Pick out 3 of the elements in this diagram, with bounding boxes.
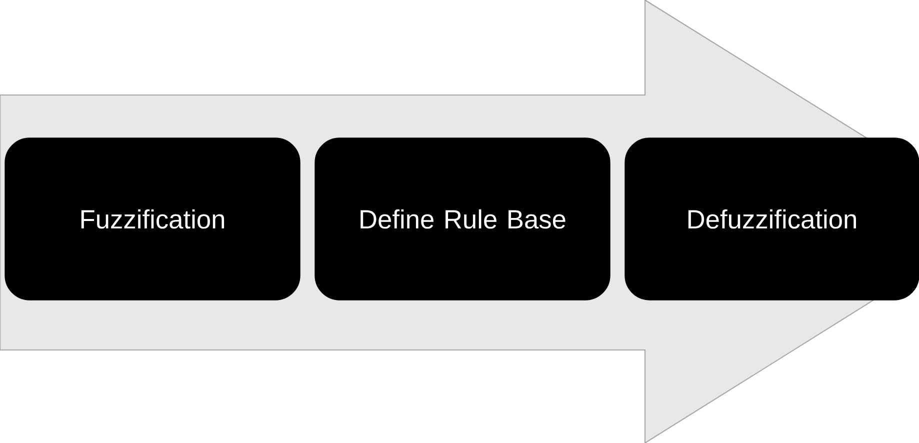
process-box: Define Rule Base: [314, 138, 610, 300]
process-box: Fuzzification: [4, 138, 300, 300]
process-box: Defuzzification: [624, 138, 919, 300]
